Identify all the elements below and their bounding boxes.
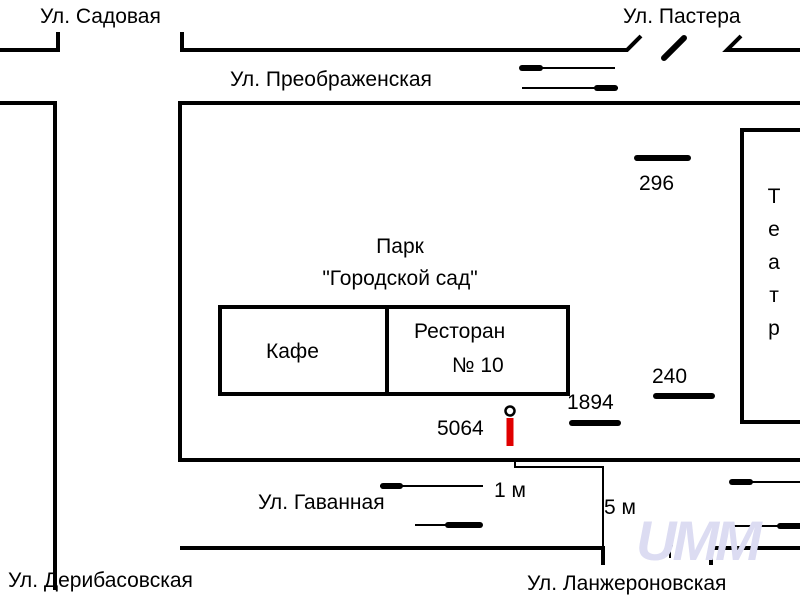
street-edge [0,101,57,590]
street-edge [180,32,643,52]
marker-label-5064: 5064 [437,417,484,440]
street-label-deribasovskaya: Ул. Дерибасовская [8,569,193,592]
street-edge [709,546,800,565]
street-edge [0,32,60,52]
street-label-sadovaya: Ул. Садовая [40,5,161,28]
street-label-pastera: Ул. Пастера [623,5,741,28]
park-label-line1: Парк [376,235,424,258]
park-block [178,101,800,462]
theater-building [740,128,800,424]
street-label-gavannaya: Ул. Гаванная [258,491,385,514]
traffic-arrow [661,35,687,61]
cafe-label: Кафе [266,340,319,363]
watermark-logo: UMM [636,509,762,572]
dimension-width-label: 1 м [494,479,526,502]
restaurant-label-line1: Ресторан [414,320,506,343]
measure-outline [514,460,604,548]
restaurant-label-line2: № 10 [452,354,504,377]
park-label-line2: "Городской сад" [322,267,478,290]
street-label-lanzheronovskaya: Ул. Ланжероновская [527,572,727,595]
marker-label-296: 296 [639,172,675,195]
marker-label-1894: 1894 [567,391,614,414]
object-5064-point [504,405,516,417]
dimension-height-label: 5 м [604,496,636,519]
street-edge [722,34,800,52]
street-label-preobrazhenskaya: Ул. Преображенская [230,68,432,91]
street-edge [180,546,605,565]
marker-label-240: 240 [652,365,688,388]
cafe-restaurant-building [218,305,570,396]
